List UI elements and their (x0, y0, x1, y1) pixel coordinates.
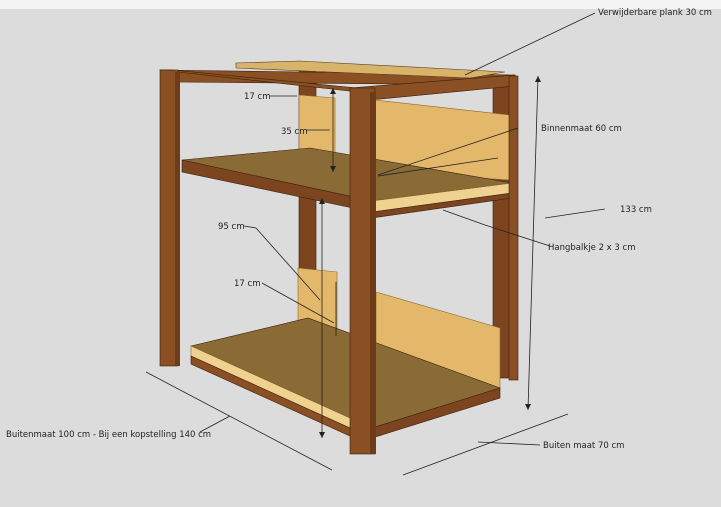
dimension-lines (145, 12, 606, 476)
label-top-gap: 17 cm (244, 92, 270, 102)
label-inner-size: Binnenmaat 60 cm (541, 124, 622, 134)
front-left-post-shade (175, 72, 180, 366)
front-right-post-shade (370, 92, 376, 454)
label-outer-depth: Buiten maat 70 cm (543, 441, 624, 451)
label-upper-height: 35 cm (281, 127, 307, 137)
removable-plank (235, 60, 506, 79)
back-right-corner-post (508, 75, 519, 381)
label-lower-height: 95 cm (218, 222, 244, 232)
label-hanging-beam: Hangbalkje 2 x 3 cm (548, 243, 635, 253)
label-total-height: 133 cm (620, 205, 652, 215)
dimension-arrowheads (319, 76, 541, 438)
label-lower-gap: 17 cm (234, 279, 260, 289)
label-outer-length: Buitenmaat 100 cm - Bij een kopstelling … (6, 430, 211, 440)
label-removable-plank: Verwijderbare plank 30 cm (598, 8, 712, 18)
top-strip (0, 0, 721, 9)
